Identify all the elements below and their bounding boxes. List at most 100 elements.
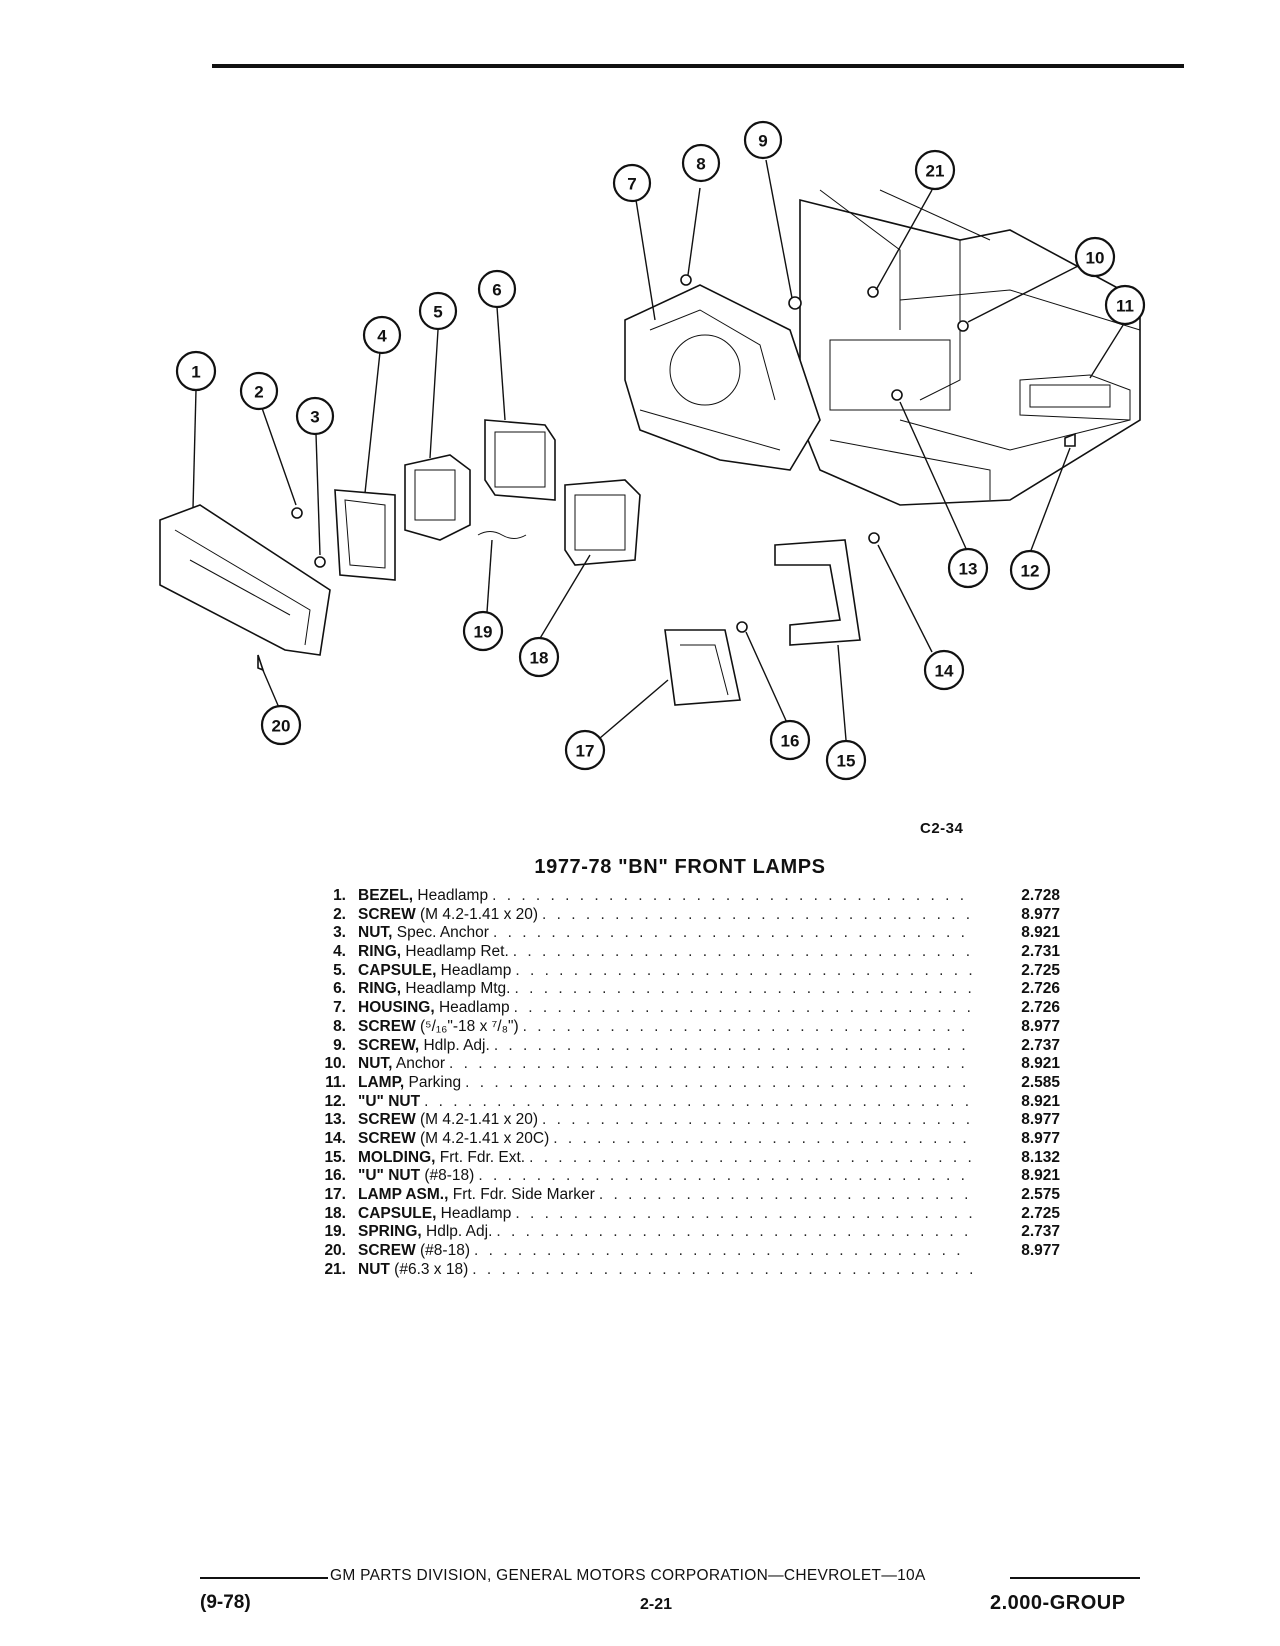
leader-dots: . . . . . . . . . . . . . . . . . . . . … xyxy=(478,1167,972,1185)
part-label: HOUSING, Headlamp xyxy=(358,999,510,1018)
svg-text:11: 11 xyxy=(1116,297,1134,316)
molding-drawing xyxy=(774,539,861,646)
callout-2: 2 xyxy=(239,371,279,411)
callout-14: 14 xyxy=(923,649,965,691)
callout-16: 16 xyxy=(769,719,811,761)
part-name: SPRING, xyxy=(358,1223,422,1241)
svg-text:19: 19 xyxy=(474,623,493,642)
svg-text:9: 9 xyxy=(758,132,767,151)
leader-dots: . . . . . . . . . . . . . . . . . . . . … xyxy=(493,1036,972,1054)
parts-row: 9.SCREW, Hdlp. Adj. . . . . . . . . . . … xyxy=(300,1037,1060,1056)
part-description: Headlamp xyxy=(436,961,512,979)
part-name: SCREW, xyxy=(358,1036,420,1054)
side-marker-drawing xyxy=(664,629,741,706)
parts-row: 7.HOUSING, Headlamp . . . . . . . . . . … xyxy=(300,999,1060,1018)
parts-row: 2.SCREW (M 4.2-1.41 x 20) . . . . . . . … xyxy=(300,906,1060,925)
svg-text:15: 15 xyxy=(837,752,856,771)
svg-text:10: 10 xyxy=(1086,249,1105,268)
group-number: 2.731 xyxy=(1021,943,1060,961)
leader-dots: . . . . . . . . . . . . . . . . . . . . … xyxy=(449,1055,972,1073)
parts-row: 14.SCREW (M 4.2-1.41 x 20C) . . . . . . … xyxy=(300,1130,1060,1149)
parts-row: 3.NUT, Spec. Anchor . . . . . . . . . . … xyxy=(300,924,1060,943)
part-description: (M 4.2-1.41 x 20C) xyxy=(415,1129,550,1147)
part-label: CAPSULE, Headlamp xyxy=(358,1205,511,1224)
part-description: (M 4.2-1.41 x 20) xyxy=(415,905,539,923)
part-number: 6. xyxy=(333,980,346,998)
group-number: 8.977 xyxy=(1021,1129,1060,1147)
capsule-drawing xyxy=(404,454,471,541)
part-number: 11. xyxy=(325,1073,346,1091)
svg-text:6: 6 xyxy=(492,281,501,300)
part-label: RING, Headlamp Mtg. xyxy=(358,980,510,999)
part-label: NUT (#6.3 x 18) xyxy=(358,1261,468,1280)
svg-text:4: 4 xyxy=(377,327,387,346)
leader-dots: . . . . . . . . . . . . . . . . . . . . … xyxy=(542,1111,972,1129)
part-number: 19. xyxy=(324,1223,346,1241)
callout-11: 11 xyxy=(1104,284,1146,326)
part-label: "U" NUT xyxy=(358,1093,420,1112)
group-number: 8.977 xyxy=(1021,905,1060,923)
group-number: 2.737 xyxy=(1021,1223,1060,1241)
part-number: 17. xyxy=(324,1186,346,1203)
footer-page-number: 2-21 xyxy=(640,1596,673,1613)
headlamp-housing-drawing xyxy=(624,284,821,471)
part-label: LAMP ASM., Frt. Fdr. Side Marker xyxy=(358,1186,595,1205)
footer-rule: GM PARTS DIVISION, GENERAL MOTORS CORPOR… xyxy=(200,1567,1140,1587)
part-description: Hdlp. Adj. xyxy=(421,1223,493,1241)
leader-dots: . . . . . . . . . . . . . . . . . . . . … xyxy=(598,1186,972,1203)
part-name: CAPSULE, xyxy=(358,961,437,979)
callout-1: 1 xyxy=(175,350,217,392)
part-description: Parking xyxy=(404,1073,462,1091)
part-description: (#8-18) xyxy=(415,1242,470,1260)
part-label: LAMP, Parking xyxy=(358,1074,461,1093)
parts-row: 8.SCREW (⁵/₁₆"-18 x ⁷/₈") . . . . . . . … xyxy=(300,1018,1060,1037)
parts-list: 1.BEZEL, Headlamp . . . . . . . . . . . … xyxy=(300,887,1060,1279)
parts-row: 15.MOLDING, Frt. Fdr. Ext. . . . . . . .… xyxy=(300,1149,1060,1168)
bezel-drawing xyxy=(159,504,331,656)
part-number: 16. xyxy=(324,1167,346,1185)
part-label: RING, Headlamp Ret. xyxy=(358,943,509,962)
hardware-drawing xyxy=(257,274,1076,672)
leader-dots: . . . . . . . . . . . . . . . . . . . . … xyxy=(515,961,972,979)
leader-dots: . . . . . . . . . . . . . . . . . . . . … xyxy=(472,1260,972,1278)
part-number: 10. xyxy=(324,1055,346,1073)
part-description: Spec. Anchor xyxy=(392,924,489,942)
parts-row: 21.NUT (#6.3 x 18) . . . . . . . . . . .… xyxy=(300,1261,1060,1280)
group-number: 8.977 xyxy=(1021,1111,1060,1129)
part-name: RING, xyxy=(358,980,402,998)
figure-code: C2-34 xyxy=(920,820,964,837)
part-name: SCREW xyxy=(358,1111,416,1129)
svg-text:14: 14 xyxy=(935,662,954,681)
part-label: SCREW (⁵/₁₆"-18 x ⁷/₈") xyxy=(358,1018,519,1037)
parts-row: 20.SCREW (#8-18) . . . . . . . . . . . .… xyxy=(300,1242,1060,1261)
callout-8: 8 xyxy=(681,143,721,183)
part-description: Frt. Fdr. Ext. xyxy=(435,1148,526,1166)
callout-3: 3 xyxy=(295,396,335,436)
svg-text:21: 21 xyxy=(926,162,945,181)
part-number: 5. xyxy=(333,961,346,979)
exploded-parts-diagram: 1 2 3 4 5 6 7 8 9 10 11 12 13 14 15 16 1… xyxy=(159,120,1146,781)
group-number: 2.726 xyxy=(1021,999,1060,1017)
footer-rule-left xyxy=(200,1577,328,1579)
callout-19: 19 xyxy=(462,610,504,652)
leader-dots: . . . . . . . . . . . . . . . . . . . . … xyxy=(512,943,972,961)
callout-15: 15 xyxy=(825,739,867,781)
part-label: SCREW (M 4.2-1.41 x 20) xyxy=(358,1111,538,1130)
parts-row: 12."U" NUT . . . . . . . . . . . . . . .… xyxy=(300,1093,1060,1112)
parts-row: 1.BEZEL, Headlamp . . . . . . . . . . . … xyxy=(300,887,1060,906)
parts-row: 4.RING, Headlamp Ret. . . . . . . . . . … xyxy=(300,943,1060,962)
callout-10: 10 xyxy=(1074,236,1116,278)
group-number: 2.726 xyxy=(1021,980,1060,998)
part-name: CAPSULE, xyxy=(358,1204,437,1222)
parts-row: 6.RING, Headlamp Mtg. . . . . . . . . . … xyxy=(300,980,1060,999)
parts-row: 11.LAMP, Parking . . . . . . . . . . . .… xyxy=(300,1074,1060,1093)
leader-dots: . . . . . . . . . . . . . . . . . . . . … xyxy=(496,1223,972,1241)
group-number: 8.921 xyxy=(1021,1055,1060,1073)
group-number: 2.725 xyxy=(1021,961,1060,979)
part-description: Frt. Fdr. Side Marker xyxy=(448,1186,595,1203)
leader-dots: . . . . . . . . . . . . . . . . . . . . … xyxy=(473,1242,972,1260)
part-label: CAPSULE, Headlamp xyxy=(358,962,511,981)
part-name: SCREW xyxy=(358,1129,416,1147)
part-name: "U" NUT xyxy=(358,1092,421,1110)
parts-row: 13.SCREW (M 4.2-1.41 x 20) . . . . . . .… xyxy=(300,1111,1060,1130)
